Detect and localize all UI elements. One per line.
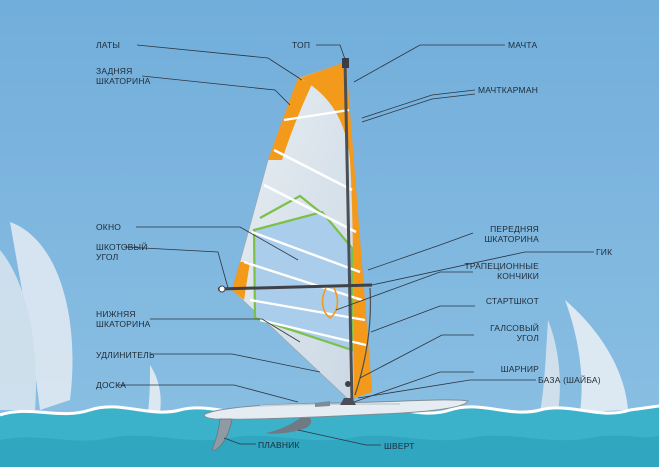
board xyxy=(203,399,469,420)
tack xyxy=(345,381,351,387)
label-galsovy-ugol-1: ГАЛСОВЫЙ xyxy=(490,323,539,333)
label-shkotovy-ugol-1: ШКОТОВЫЙ xyxy=(96,242,148,252)
label-doska: ДОСКА xyxy=(96,380,127,390)
background-sail-right xyxy=(540,300,628,412)
leader-lines xyxy=(118,44,594,446)
label-zadnyaya-shkatorina-1: ЗАДНЯЯ xyxy=(96,66,133,76)
sail xyxy=(217,58,373,403)
uphaul xyxy=(354,287,372,396)
mast-top-cap xyxy=(342,58,349,68)
label-sharnir: ШАРНИР xyxy=(500,364,539,374)
label-laty: ЛАТЫ xyxy=(96,40,121,50)
label-gik: ГИК xyxy=(596,247,613,257)
sail-battens xyxy=(243,108,367,347)
label-okno: ОКНО xyxy=(96,222,122,232)
mast-base xyxy=(340,398,356,405)
label-machta: МАЧТА xyxy=(508,40,538,50)
label-trapecionnye-konchiki-1: ТРАПЕЦИОННЫЕ xyxy=(464,261,539,271)
label-nizhnyaya-shkatorina-2: ШКАТОРИНА xyxy=(96,319,151,329)
label-plavnik: ПЛАВНИК xyxy=(258,440,300,450)
label-shvert: ШВЕРТ xyxy=(384,441,415,451)
label-udlinitel: УДЛИНИТЕЛЬ xyxy=(96,350,155,360)
label-trapecionnye-konchiki-2: КОНЧИКИ xyxy=(497,271,539,281)
label-baza-shayba: БАЗА (ШАЙБА) xyxy=(538,375,601,385)
sea-wave-lower xyxy=(0,435,659,467)
fin xyxy=(211,418,233,451)
boom xyxy=(217,283,373,291)
background-sail-left xyxy=(0,222,73,410)
daggerboard xyxy=(266,418,312,434)
sail-luff-panel xyxy=(300,62,372,398)
label-zadnyaya-shkatorina-2: ШКАТОРИНА xyxy=(96,76,151,86)
label-perednyaya-shkatorina-1: ПЕРЕДНЯЯ xyxy=(490,224,539,234)
label-nizhnyaya-shkatorina-1: НИЖНЯЯ xyxy=(96,309,136,319)
label-machtkarman: МАЧТКАРМАН xyxy=(478,85,539,95)
label-shkotovy-ugol-2: УГОЛ xyxy=(96,252,119,262)
label-top: ТОП xyxy=(292,40,311,50)
sail-window-top xyxy=(259,194,331,221)
label-startshkot: СТАРТШКОТ xyxy=(485,296,539,306)
label-perednyaya-shkatorina-2: ШКАТОРИНА xyxy=(484,234,539,244)
clew-ring xyxy=(218,285,226,293)
harness-lines xyxy=(321,287,339,320)
sail-clew-patch xyxy=(232,262,250,300)
daggerbox xyxy=(315,401,330,407)
label-galsovy-ugol-2: УГОЛ xyxy=(516,333,539,343)
mast xyxy=(343,59,354,403)
background-sail-small xyxy=(148,365,161,412)
